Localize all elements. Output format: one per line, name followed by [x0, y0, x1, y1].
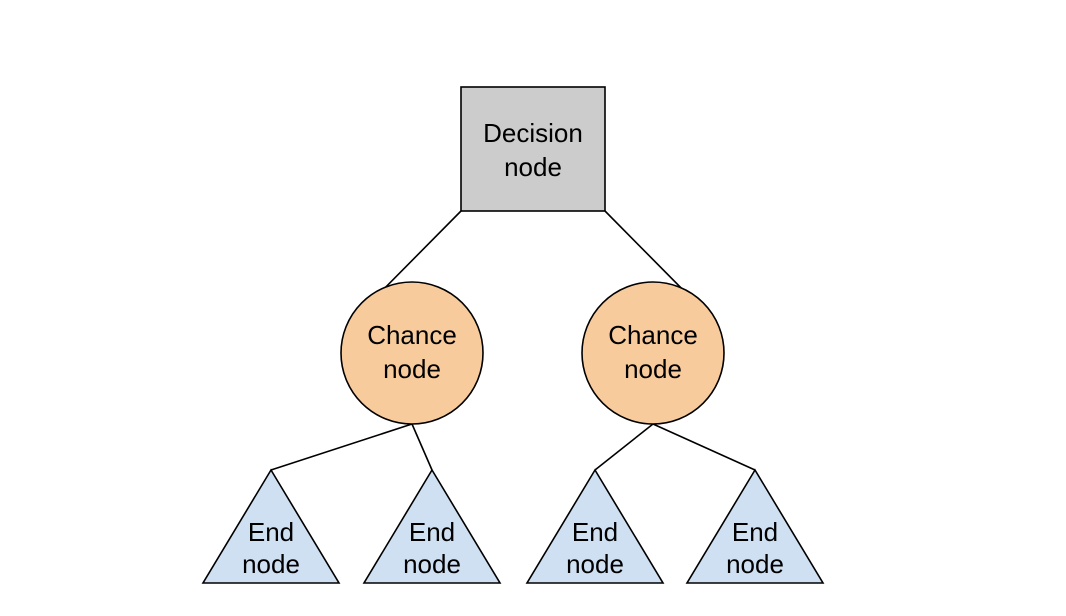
- chance-node-right[interactable]: Chance node: [581, 281, 725, 425]
- end-node-3-label-line1: End: [572, 517, 618, 547]
- end-node-2-triangle: [362, 468, 502, 584]
- end-node-2-label-line2: node: [403, 549, 461, 579]
- end-node-4-label-line1: End: [732, 517, 778, 547]
- edge-chance-left-to-end-2: [411, 423, 433, 471]
- end-node-3[interactable]: End node: [525, 468, 665, 584]
- end-node-1[interactable]: End node: [201, 468, 341, 584]
- edge-chance-right-to-end-4: [652, 423, 756, 471]
- end-node-4-label-line2: node: [726, 549, 784, 579]
- decision-node[interactable]: Decision node: [460, 86, 606, 212]
- chance-node-right-circle: [581, 281, 725, 425]
- chance-node-right-label-line1: Chance: [608, 320, 698, 350]
- decision-node-label-line1: Decision: [483, 118, 583, 148]
- end-node-1-triangle: [201, 468, 341, 584]
- end-node-1-label-line2: node: [242, 549, 300, 579]
- end-node-4[interactable]: End node: [685, 468, 825, 584]
- chance-node-left[interactable]: Chance node: [340, 281, 484, 425]
- end-node-2-label-line1: End: [409, 517, 455, 547]
- end-node-3-label-line2: node: [566, 549, 624, 579]
- chance-node-left-label-line2: node: [383, 354, 441, 384]
- edge-chance-left-to-end-1: [270, 423, 413, 471]
- chance-node-right-label-line2: node: [624, 354, 682, 384]
- end-node-4-triangle: [685, 468, 825, 584]
- end-node-3-triangle: [525, 468, 665, 584]
- decision-node-label-line2: node: [504, 152, 562, 182]
- end-node-1-label-line1: End: [248, 517, 294, 547]
- chance-node-left-label-line1: Chance: [367, 320, 457, 350]
- end-node-2[interactable]: End node: [362, 468, 502, 584]
- chance-node-left-circle: [340, 281, 484, 425]
- decision-node-rect: [460, 86, 606, 212]
- edge-decision-to-chance-right: [604, 210, 695, 302]
- edge-chance-right-to-end-3: [594, 423, 654, 471]
